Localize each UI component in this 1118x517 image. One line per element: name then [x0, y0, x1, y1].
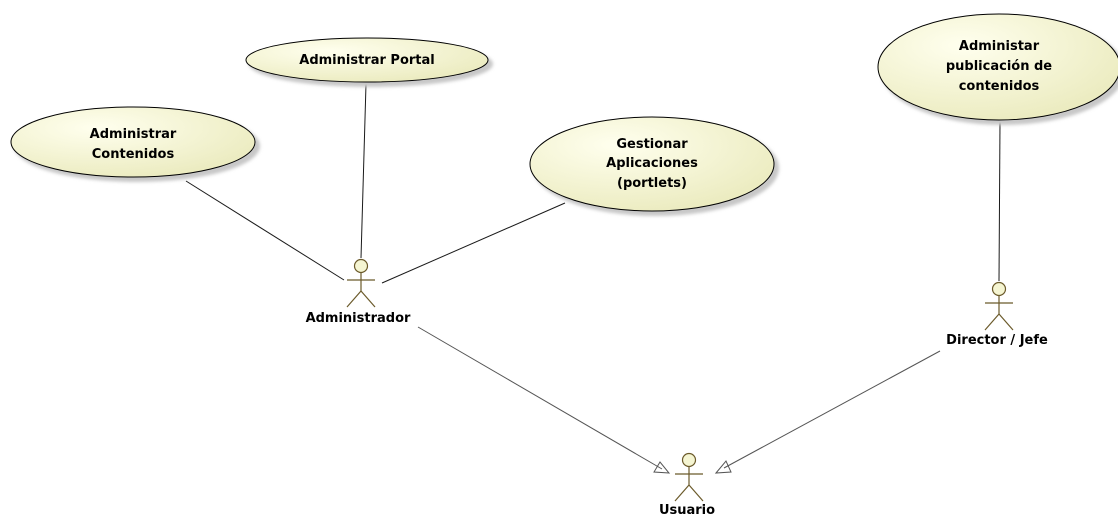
- use-case-administar-publicacion[interactable]: Administar publicación de contenidos: [877, 13, 1118, 125]
- use-case-label-line-1: Administar: [959, 39, 1040, 54]
- generalization-arrowhead-admin: [653, 461, 671, 474]
- use-case-administrar-portal[interactable]: Administrar Portal: [245, 37, 493, 87]
- actor-usuario[interactable]: Usuario: [659, 452, 715, 517]
- actor-stick-figure-icon: [674, 452, 704, 502]
- actor-stick-figure-icon: [984, 281, 1014, 331]
- association-director-publicacion: [998, 121, 1001, 282]
- actor-administrador[interactable]: Administrador: [306, 258, 411, 327]
- actor-label: Usuario: [659, 503, 715, 517]
- use-case-administrar-contenidos[interactable]: Administrar Contenidos: [10, 106, 260, 182]
- use-case-label-line-3: (portlets): [617, 176, 687, 191]
- generalization-arrowhead-director: [714, 460, 732, 474]
- use-case-label-line-1: Administrar: [90, 127, 177, 142]
- use-case-label-line-2: Contenidos: [92, 147, 175, 162]
- association-admin-portal: [360, 83, 367, 259]
- actor-label: Administrador: [306, 311, 411, 326]
- use-case-gestionar-aplicaciones[interactable]: Gestionar Aplicaciones (portlets): [529, 116, 779, 216]
- use-case-label: Administrar Portal: [299, 53, 434, 68]
- actor-label: Director / Jefe: [946, 333, 1048, 348]
- use-case-label-line-2: publicación de: [946, 59, 1052, 74]
- association-admin-contenidos: [185, 180, 345, 281]
- association-admin-aplicaciones: [381, 202, 566, 284]
- actor-stick-figure-icon: [346, 258, 376, 308]
- actor-director-jefe[interactable]: Director / Jefe: [946, 281, 1048, 349]
- generalization-admin-usuario: [417, 326, 663, 470]
- use-case-label-line-2: Aplicaciones: [606, 156, 698, 171]
- use-case-label-line-3: contenidos: [959, 79, 1040, 94]
- use-case-label-line-1: Gestionar: [616, 137, 688, 152]
- generalization-director-usuario: [723, 350, 941, 469]
